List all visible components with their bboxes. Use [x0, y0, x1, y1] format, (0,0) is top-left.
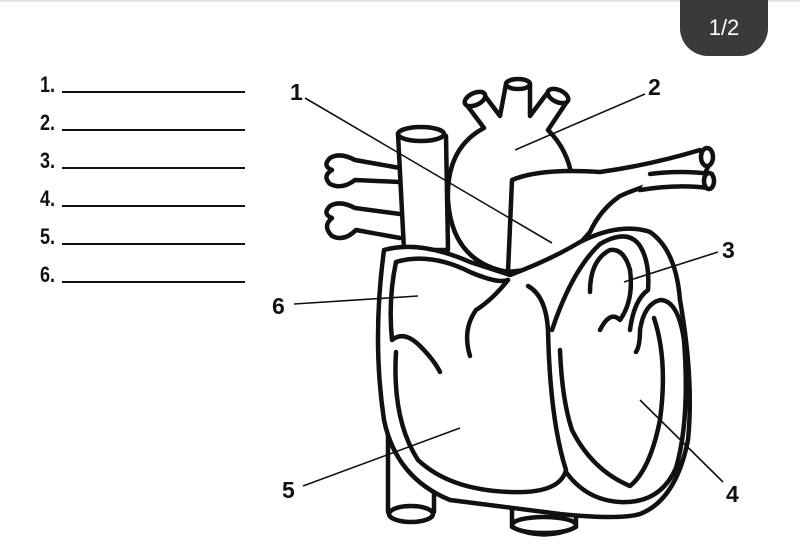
- pulmonary-artery-opening-2: [701, 170, 717, 192]
- answer-row-5: 5.: [40, 212, 245, 250]
- left-ventricle-wall: [557, 297, 689, 505]
- left-atrium-inner: [587, 247, 634, 333]
- answer-row-3: 3.: [40, 136, 245, 174]
- pulmonary-vein-upper-left: [324, 153, 403, 189]
- answer-number: 2.: [40, 110, 56, 135]
- interventricular-septum: [549, 234, 651, 333]
- answer-blank-line[interactable]: [62, 243, 245, 245]
- diagram-label-1: 1: [290, 79, 303, 105]
- page-indicator-badge[interactable]: 1/2: [680, 0, 768, 56]
- aorta-branch-opening-2: [503, 76, 533, 92]
- answer-blank-line[interactable]: [62, 167, 245, 169]
- inferior-vena-cava-opening: [386, 503, 436, 525]
- pulmonary-vein-lower-left: [324, 201, 403, 241]
- answer-row-1: 1.: [40, 60, 245, 98]
- atrial-septum: [464, 277, 511, 359]
- answer-blank-line[interactable]: [62, 281, 245, 283]
- top-divider: [0, 0, 800, 2]
- superior-vena-cava: [395, 131, 451, 253]
- heart-outline: [375, 226, 693, 520]
- answer-blank-line[interactable]: [62, 129, 245, 131]
- diagram-label-2: 2: [648, 74, 661, 100]
- leader-line-6: [293, 295, 419, 305]
- answer-number: 5.: [40, 224, 56, 249]
- answer-row-6: 6.: [40, 250, 245, 288]
- answer-number: 3.: [40, 148, 56, 173]
- descending-aorta-opening: [509, 514, 579, 536]
- leader-line-1: [304, 97, 553, 244]
- diagram-label-5: 5: [282, 477, 295, 503]
- pulmonary-artery-opening-1: [698, 145, 716, 169]
- aorta-branch-opening-1: [462, 89, 488, 109]
- answer-blank-line[interactable]: [62, 91, 245, 93]
- leader-line-4: [639, 399, 724, 483]
- diagram-label-3: 3: [722, 237, 735, 263]
- superior-vena-cava-opening: [395, 124, 447, 144]
- answer-row-4: 4.: [40, 174, 245, 212]
- leader-line-5: [302, 427, 461, 487]
- aorta-branch-opening-3: [545, 86, 571, 106]
- diagram-label-4: 4: [726, 481, 739, 507]
- answer-number: 6.: [40, 262, 56, 287]
- leader-line-3: [623, 251, 719, 283]
- answer-number: 4.: [40, 186, 56, 211]
- answer-row-2: 2.: [40, 98, 245, 136]
- leader-line-2: [514, 93, 646, 151]
- diagram-label-6: 6: [272, 293, 285, 319]
- answer-list: 1. 2. 3. 4. 5. 6.: [40, 60, 245, 288]
- answer-number: 1.: [40, 72, 56, 97]
- answer-blank-line[interactable]: [62, 205, 245, 207]
- pulmonary-artery-branch: [637, 169, 715, 193]
